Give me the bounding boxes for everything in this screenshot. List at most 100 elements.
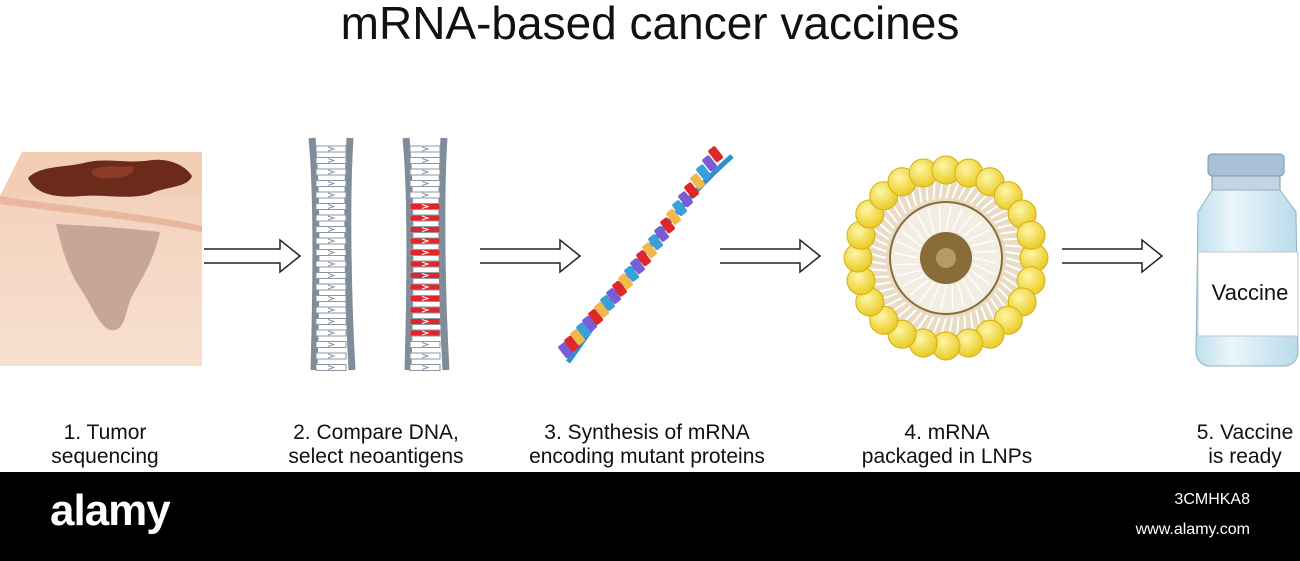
base-pair-notch (421, 250, 430, 255)
base-pair-notch (421, 238, 430, 244)
mutated-base-pair (409, 226, 441, 233)
lipid-tail (962, 279, 975, 303)
step-label-line: sequencing (51, 445, 159, 468)
mutated-base-pair (409, 318, 441, 325)
base-pair (409, 352, 441, 360)
mrna-base (576, 322, 591, 339)
base-pair (409, 145, 441, 153)
dna-icon (402, 137, 450, 371)
arrow-right-icon (480, 238, 582, 274)
base-pair-notch (327, 169, 336, 175)
base-pair (315, 180, 347, 187)
mutated-base-pair (409, 260, 441, 268)
base-pair (409, 191, 441, 199)
mrna-base (678, 191, 693, 208)
step-label-line: encoding mutant proteins (529, 445, 765, 468)
mrna-base (582, 315, 597, 332)
base-pair (315, 352, 347, 360)
step-label-compare-dna: 2. Compare DNA, select neoantigens (262, 421, 490, 469)
base-pair (409, 341, 441, 348)
lipid-tail (917, 213, 930, 237)
lipid-tail (928, 284, 941, 308)
mrna-base (642, 242, 657, 259)
base-pair-notch (327, 250, 336, 255)
vial-label: Vaccine (1211, 280, 1289, 305)
base-pair-notch (421, 181, 430, 186)
base-pair (315, 283, 347, 291)
lnp-icon (843, 155, 1049, 361)
dna-icon (308, 137, 356, 371)
lipid-tail (973, 257, 998, 264)
base-pair (315, 364, 347, 371)
step-label-line: 5. Vaccine (1196, 421, 1294, 444)
watermark-image-code: 3CMHKA8 (1174, 491, 1250, 508)
base-pair (315, 341, 347, 348)
base-pair (315, 226, 347, 233)
lipid-tail (957, 213, 974, 234)
lipid-tail (901, 230, 922, 247)
page-title: mRNA-based cancer vaccines (340, 0, 960, 49)
base-pair-notch (421, 227, 430, 232)
mrna-base (600, 295, 615, 311)
step-label-vaccine-ready: 5. Vaccine is ready (1170, 421, 1300, 469)
mrna-base (624, 265, 639, 282)
base-pair (315, 214, 347, 222)
watermark-url: www.alamy.com (1135, 521, 1250, 538)
lipid-tail (971, 239, 996, 247)
mrna-base (630, 258, 645, 274)
base-pair-notch (327, 342, 336, 347)
base-pair (409, 157, 441, 164)
base-pair-notch (421, 273, 430, 278)
mrna-base (660, 217, 675, 234)
mrna-base (636, 250, 651, 267)
base-pair (315, 157, 347, 164)
base-pair-notch (327, 227, 336, 232)
lipid-tail (951, 208, 964, 232)
skin-tumor-icon (0, 152, 202, 366)
base-pair-notch (421, 307, 430, 313)
mutated-base-pair (409, 214, 441, 222)
base-pair-notch (327, 296, 336, 301)
base-pair-notch (421, 296, 430, 301)
base-pair-notch (421, 261, 430, 267)
step-label-line: select neoantigens (288, 445, 464, 468)
lipid-tail (896, 240, 920, 253)
mrna-base (666, 208, 681, 225)
mrna-base (594, 302, 609, 318)
lipid-tail (940, 285, 947, 310)
lipid-tail (908, 221, 925, 242)
mrna-strand-icon (558, 146, 734, 364)
base-pair-notch (421, 215, 430, 221)
base-pair (315, 272, 347, 279)
lipid-tail (896, 269, 921, 277)
lipid-tail (957, 283, 965, 308)
base-pair (315, 168, 347, 176)
base-pair-notch (327, 204, 336, 209)
mrna-base (672, 200, 687, 216)
base-pair-notch (327, 215, 336, 221)
base-pair (315, 329, 347, 337)
base-pair-notch (327, 261, 336, 267)
mrna-base (564, 335, 579, 352)
vaccine-vial-icon (1195, 153, 1299, 367)
lipid-tail (909, 279, 930, 296)
base-pair-notch (327, 365, 336, 370)
base-pair-notch (421, 319, 430, 324)
mutated-base-pair (409, 237, 441, 245)
step-label-line: is ready (1208, 445, 1282, 468)
mutated-base-pair (409, 329, 441, 337)
base-pair-notch (421, 169, 430, 175)
base-pair-notch (421, 146, 430, 152)
mrna-base (558, 342, 573, 359)
mutated-base-pair (409, 283, 441, 291)
step-label-line: packaged in LNPs (861, 445, 1033, 468)
step-label-line: 1. Tumor (63, 421, 147, 444)
base-pair (409, 180, 441, 187)
mrna-base (648, 234, 663, 251)
lipid-tail (927, 208, 935, 233)
lipid-tail (967, 229, 991, 242)
lipid-tail (894, 252, 919, 259)
base-pair (315, 203, 347, 210)
mrna-base (696, 164, 711, 181)
